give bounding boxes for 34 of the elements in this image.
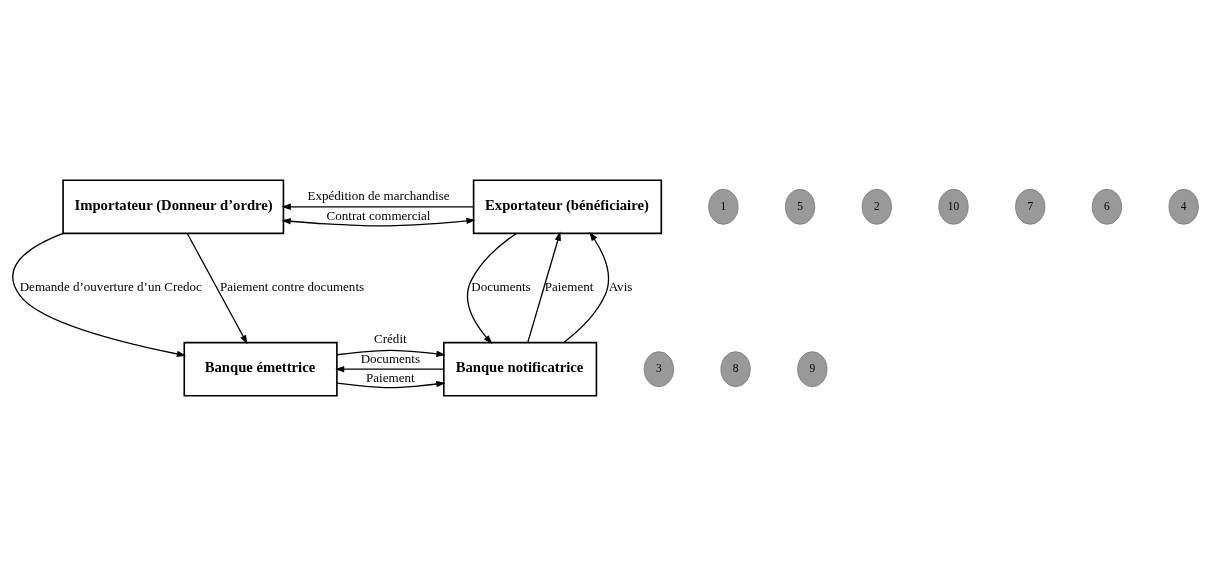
arrow — [466, 232, 518, 344]
node-box: Importateur (Donneur d’ordre) — [62, 178, 285, 234]
arrow — [336, 349, 446, 357]
arrow — [335, 365, 445, 372]
node-ellipse: 8 — [720, 350, 751, 387]
node-ellipse: 9 — [797, 350, 828, 387]
node-ellipse: 1 — [708, 188, 739, 225]
arrow — [12, 232, 186, 357]
arrow — [527, 231, 561, 343]
arrow — [281, 203, 475, 210]
node-box: Exportateur (bénéficiaire) — [472, 178, 663, 234]
arrow — [186, 232, 248, 344]
node-ellipse: 2 — [861, 188, 892, 225]
node-ellipse: 3 — [643, 350, 674, 387]
edge-label: Paiement — [366, 369, 415, 385]
node-ellipse: 6 — [1091, 188, 1123, 225]
node-box: Banque émettrice — [183, 341, 338, 397]
node-ellipse: 4 — [1168, 188, 1199, 225]
edge-label: Demande d’ouverture d’un Credoc — [19, 278, 202, 294]
edge-label: Paiement — [544, 278, 594, 294]
arrow — [336, 380, 446, 388]
edge-label: Contrat commercial — [326, 207, 431, 223]
edge-label: Paiement contre documents — [219, 278, 365, 294]
arrow — [281, 217, 476, 227]
arrow — [562, 231, 610, 343]
node-ellipse: 10 — [938, 188, 969, 225]
edge-label: Avis — [608, 278, 633, 294]
edge-label: Expédition de marchandise — [307, 187, 450, 203]
edge-label: Documents — [360, 350, 421, 366]
node-ellipse: 7 — [1015, 188, 1046, 225]
edge-label: Crédit — [374, 330, 407, 346]
node-ellipse: 5 — [785, 188, 816, 225]
edge-label: Documents — [471, 278, 531, 294]
node-box: Banque notificatrice — [443, 341, 598, 397]
